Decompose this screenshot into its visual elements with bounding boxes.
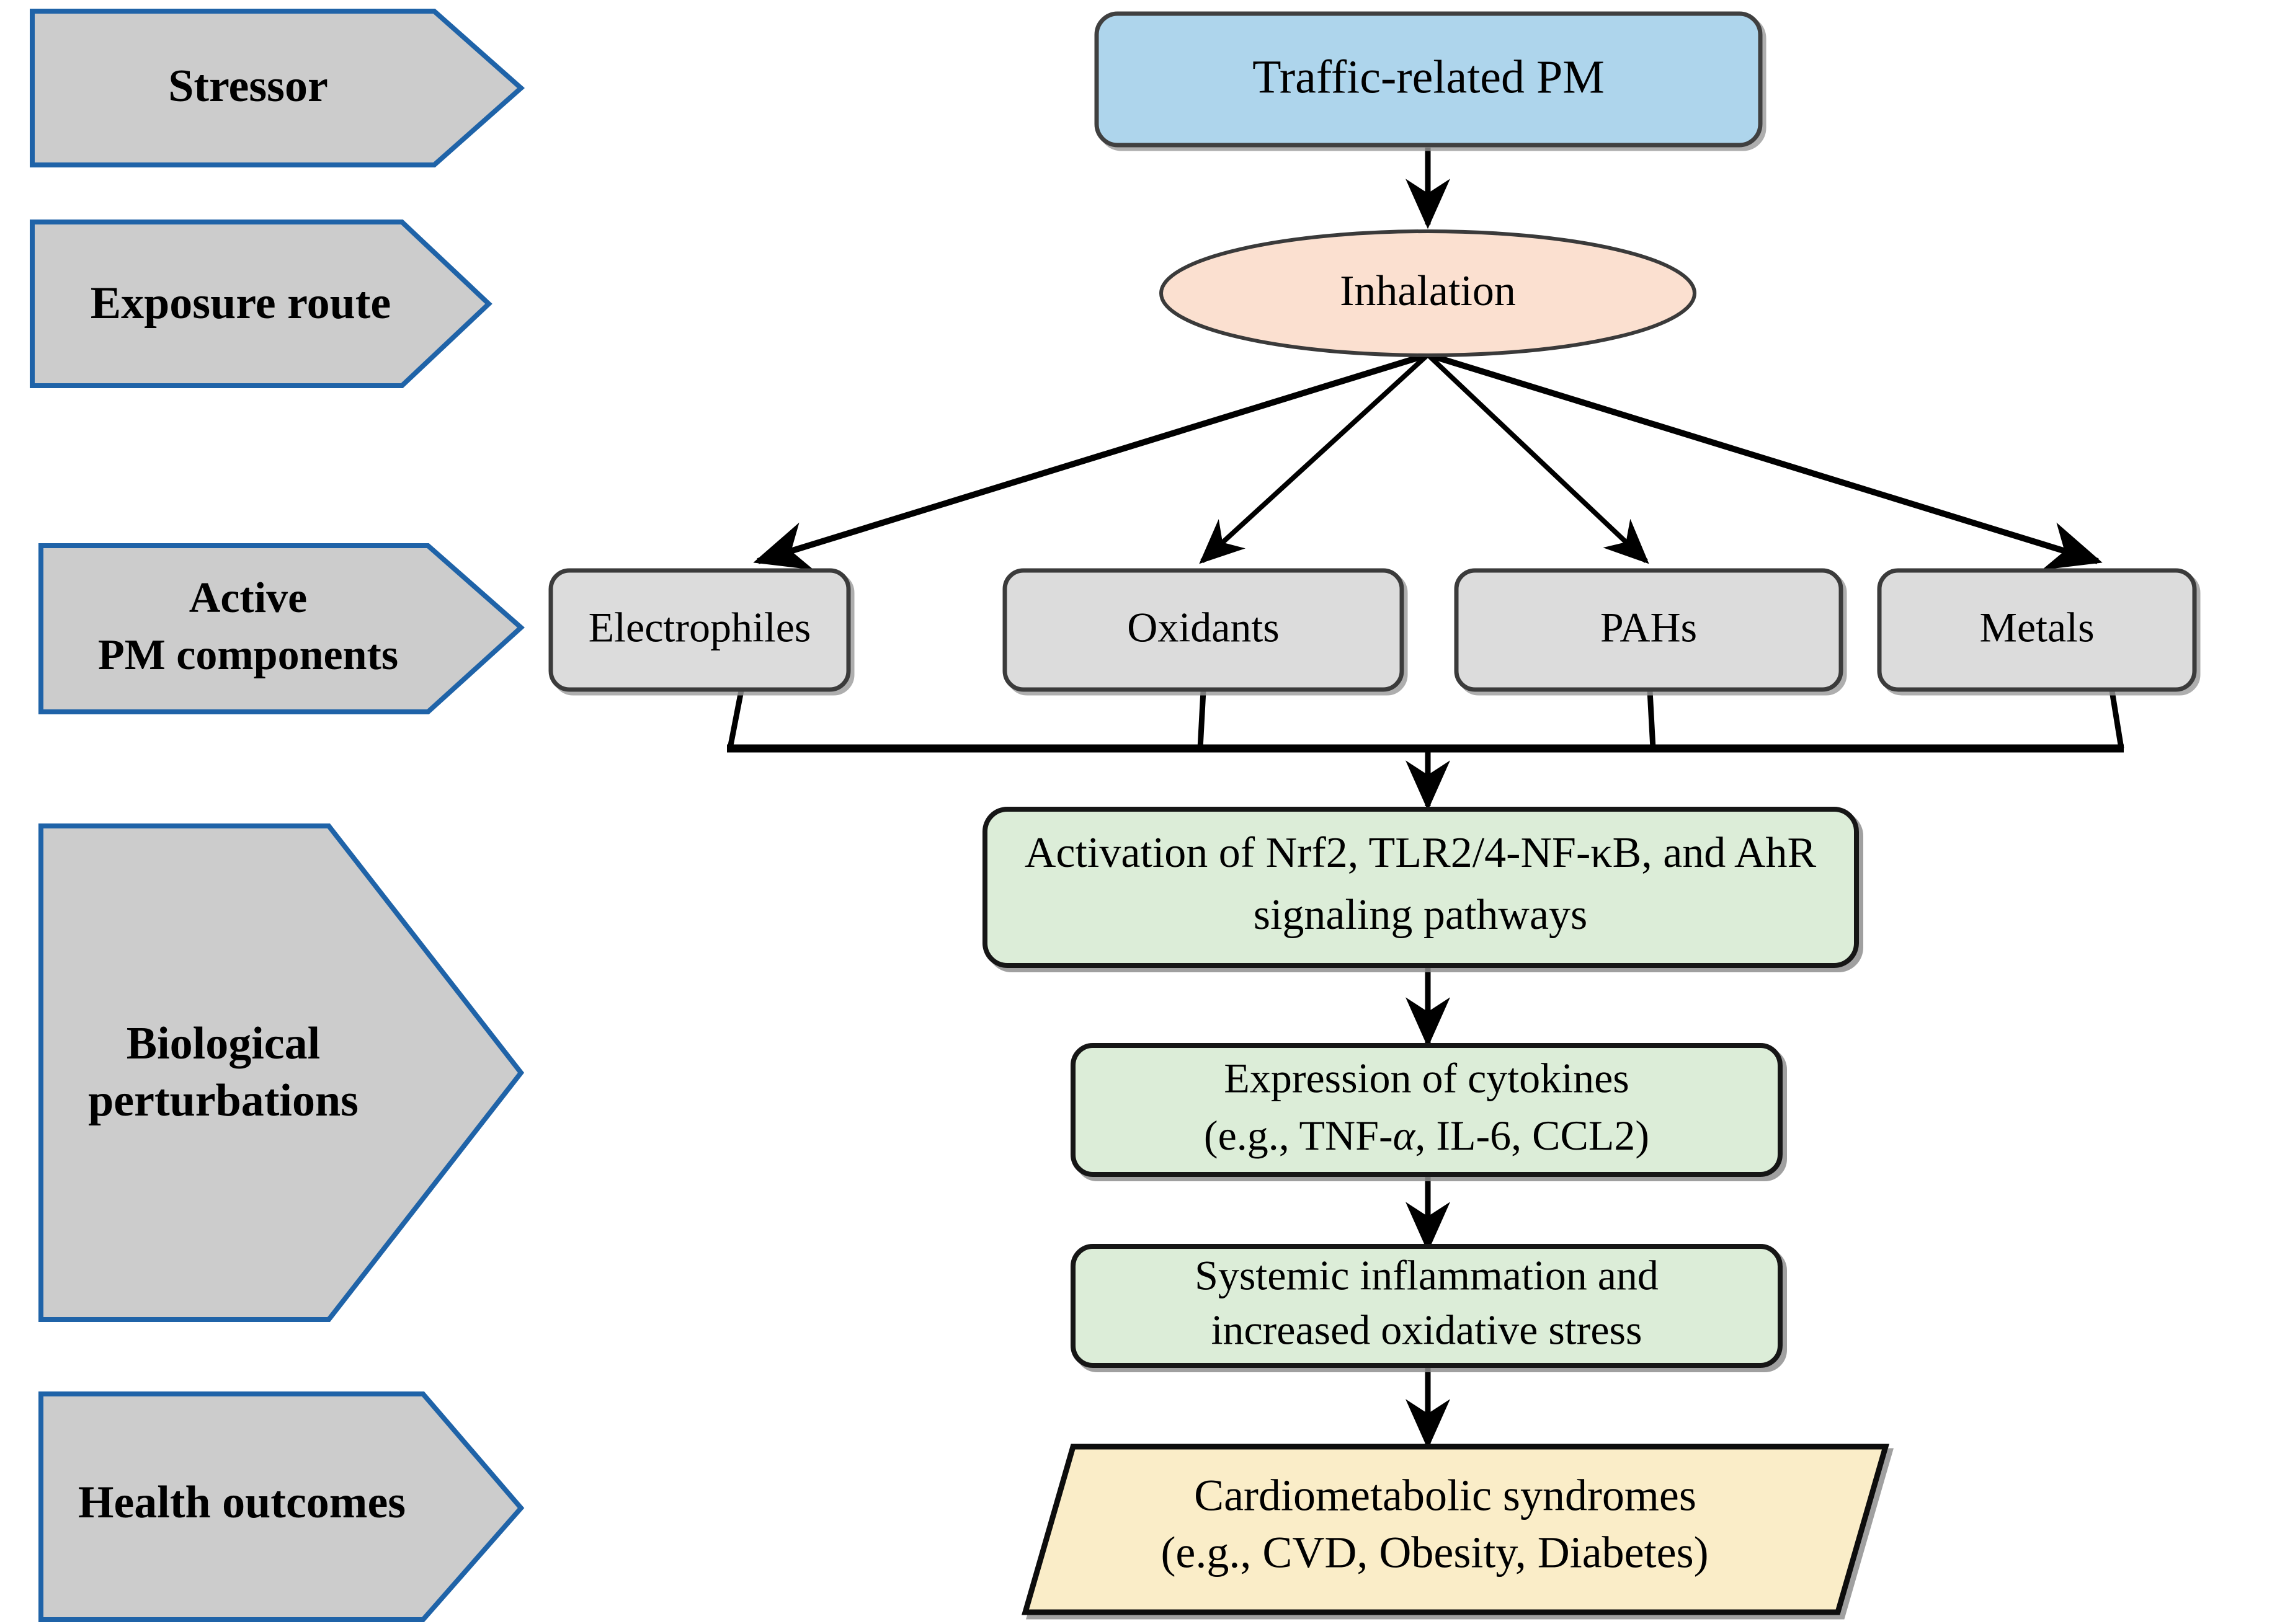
stage-arrow-shape [30,9,525,167]
node-metals[interactable]: Metals [1877,568,2197,692]
edge-inhalation-to-electrophiles [753,352,1429,570]
node-cardiometabolic-syndromes[interactable]: Cardiometabolic syndromes (e.g., CVD, Ob… [1022,1444,1889,1615]
stage-label-text-biological-line1: Biological [127,1018,320,1069]
edge-inhalation-to-oxidants [1199,353,1430,564]
stage-label-exposure-route: Exposure route [30,220,492,388]
node-label-traffic-related-pm: Traffic-related PM [1252,51,1605,103]
node-shape [548,568,851,692]
node-inflammation-oxidative-stress[interactable]: Systemic inflammation and increased oxid… [1071,1244,1783,1368]
stage-arrow-shape [30,220,492,388]
node-shape [1454,568,1843,692]
stage-arrow-shape [38,543,525,714]
stage-label-stressor: Stressor [30,9,525,167]
node-shape [1022,1444,1889,1615]
node-cytokine-expression[interactable]: Expression of cytokines (e.g., TNF-α, IL… [1071,1043,1783,1177]
node-label-oxidants: Oxidants [1127,604,1280,651]
stage-label-text-active-line2: PM components [98,631,398,679]
node-label-outcome-line1: Cardiometabolic syndromes [1194,1471,1696,1520]
cytokines-part-alpha: α [1393,1112,1416,1159]
stage-label-text-exposure-route: Exposure route [91,278,391,329]
stage-arrow-shape [38,823,525,1322]
node-label-signaling-line2: signaling pathways [1254,891,1588,939]
node-signaling-pathways[interactable]: Activation of Nrf2, TLR2/4-NF-κB, and Ah… [982,807,1859,968]
node-inhalation[interactable]: Inhalation [1159,229,1696,357]
cytokines-part-prefix: (e.g., TNF- [1204,1112,1393,1159]
node-label-pahs: PAHs [1600,604,1697,651]
node-label-outcome-line2: (e.g., CVD, Obesity, Diabetes) [1161,1528,1708,1577]
node-shape [1094,11,1763,148]
node-shape [1159,229,1696,357]
stage-label-active-pm-components: Active PM components [38,543,525,714]
edge-inhalation-to-pahs [1426,353,1649,564]
node-label-electrophiles: Electrophiles [589,604,811,651]
stage-label-biological-perturbations: Biological perturbations [38,823,525,1322]
node-label-inflammation-line2: increased oxidative stress [1211,1307,1642,1354]
cytokines-part-suffix: , IL-6, CCL2) [1415,1112,1649,1159]
edge-components-merge [727,690,2124,811]
node-label-cytokines-line2: (e.g., TNF-α, IL-6, CCL2) [1204,1112,1649,1159]
stage-label-text-biological-line2: perturbations [88,1075,359,1126]
node-shape [1002,568,1404,692]
stage-label-health-outcomes: Health outcomes [38,1391,525,1622]
stage-label-text-stressor: Stressor [168,61,328,112]
connector-layer [727,148,2124,1450]
node-label-signaling-line1: Activation of Nrf2, TLR2/4-NF-κB, and Ah… [1025,829,1817,877]
node-shape [1071,1244,1783,1368]
node-oxidants[interactable]: Oxidants [1002,568,1404,692]
stage-arrow-shape [38,1391,525,1622]
node-label-cytokines-line1: Expression of cytokines [1224,1055,1629,1102]
stage-label-text-active-line1: Active [189,574,307,622]
stage-label-text-health-outcomes: Health outcomes [78,1477,406,1528]
node-shape [982,807,1859,968]
node-shape [1071,1043,1783,1177]
edge-inhalation-to-metals [1427,352,2103,570]
node-traffic-related-pm[interactable]: Traffic-related PM [1094,11,1763,148]
node-label-inflammation-line1: Systemic inflammation and [1195,1252,1659,1299]
node-pahs[interactable]: PAHs [1454,568,1843,692]
node-label-inhalation: Inhalation [1340,267,1516,315]
node-label-metals: Metals [1979,604,2094,651]
node-shape [1877,568,2197,692]
node-electrophiles[interactable]: Electrophiles [548,568,851,692]
